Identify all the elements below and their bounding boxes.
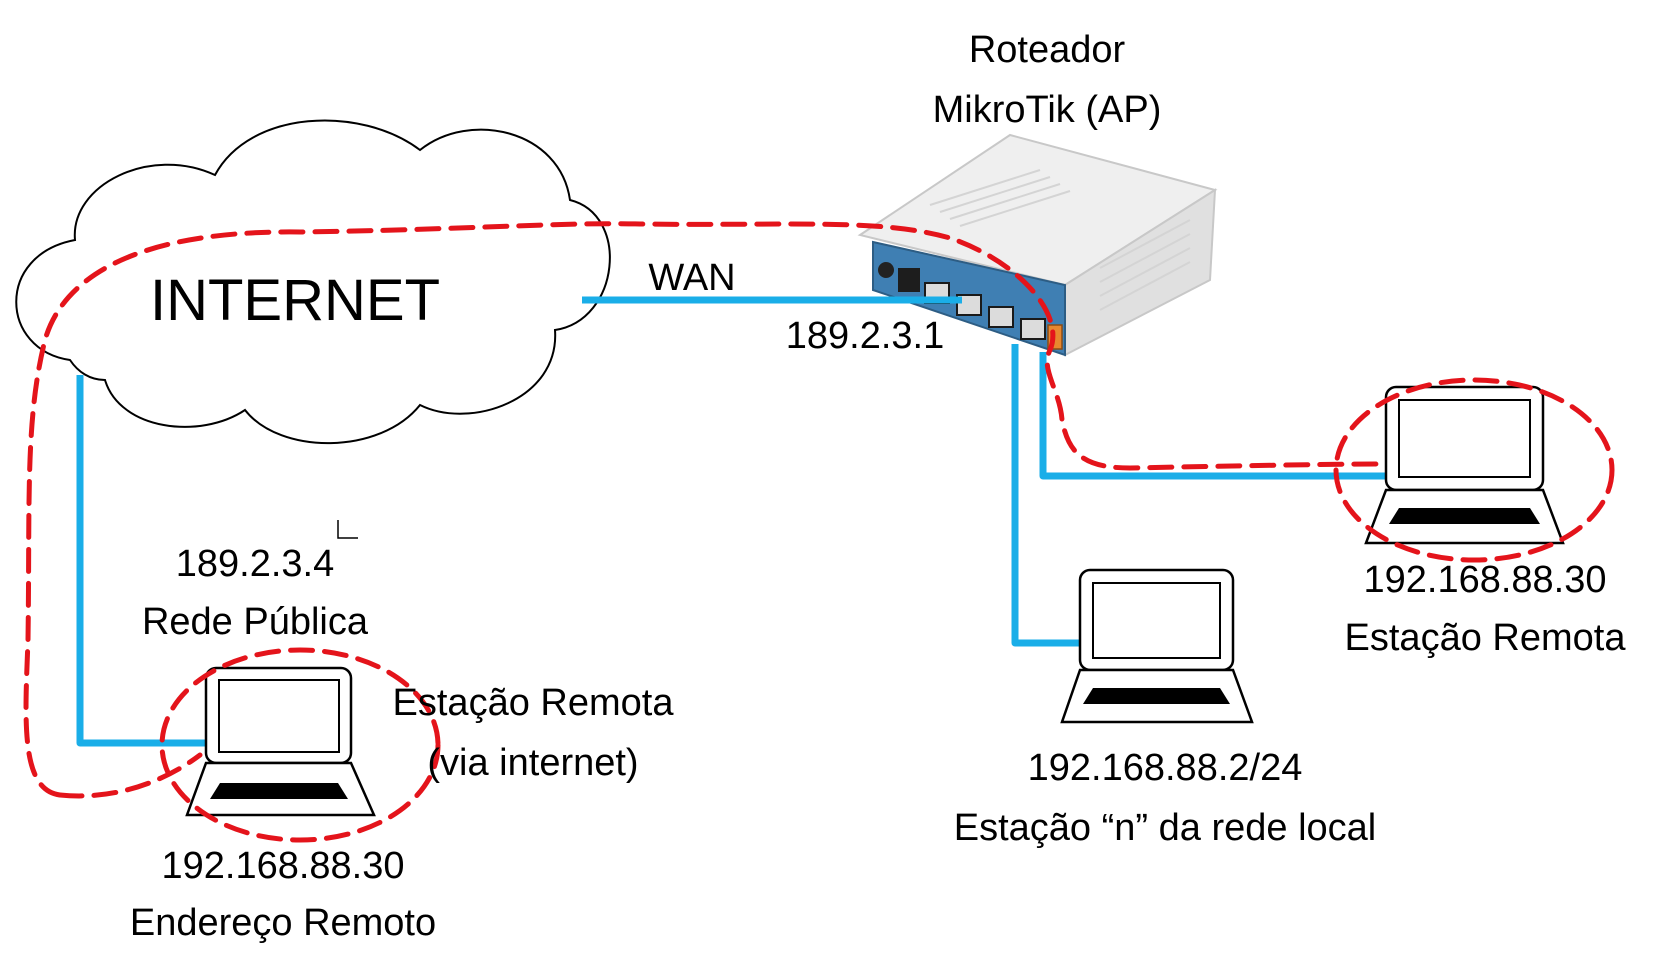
laptop-local-keyboard [1083, 688, 1230, 704]
mikrotik-router [857, 133, 1218, 357]
internet-cloud [15, 119, 611, 445]
internet-station-line1: Estação Remota [393, 682, 675, 724]
remote-address-label: Endereço Remoto [130, 902, 436, 944]
vpn-tunnel-return [57, 752, 203, 799]
router-title-line2: MikroTik (AP) [933, 89, 1162, 131]
laptop-local-station [1060, 568, 1254, 724]
router-port-3 [988, 306, 1014, 328]
remote-station-label: Estação Remota [1345, 617, 1627, 659]
corner-mark [337, 520, 358, 539]
router-title-line1: Roteador [969, 29, 1126, 71]
internet-label: INTERNET [150, 268, 440, 333]
public-network-label: Rede Pública [142, 601, 369, 643]
laptop-internet-display [218, 679, 340, 753]
router-port-4 [1020, 318, 1046, 340]
remote-station-address: 192.168.88.30 [1363, 559, 1606, 601]
local-station-label: Estação “n” da rede local [954, 807, 1376, 849]
laptop-internet-station [185, 666, 376, 817]
local-station-address: 192.168.88.2/24 [1028, 747, 1303, 789]
remote-station-highlight [1333, 377, 1615, 563]
vpn-tunnel-outline [23, 221, 1385, 798]
router-sfp-slot [898, 268, 920, 292]
internet-remote-cable [76, 375, 206, 747]
remote-station-cable [1039, 352, 1385, 480]
router-port-2 [956, 294, 982, 316]
internet-station-line2: (via internet) [427, 742, 638, 784]
laptop-internet-keyboard [210, 783, 348, 799]
remote-address: 192.168.88.30 [161, 845, 404, 887]
laptop-remote-station [1364, 385, 1565, 545]
wan-ip: 189.2.3.1 [786, 315, 944, 357]
router-power-jack [878, 262, 894, 278]
router-vents [929, 169, 1191, 311]
public-ip: 189.2.3.4 [176, 543, 334, 585]
internet-station-highlight [159, 647, 441, 843]
wan-label: WAN [648, 257, 735, 299]
local-station-cable [1011, 344, 1090, 647]
laptop-remote-keyboard [1389, 508, 1540, 524]
laptop-remote-display [1398, 399, 1531, 478]
laptop-local-display [1092, 582, 1221, 659]
